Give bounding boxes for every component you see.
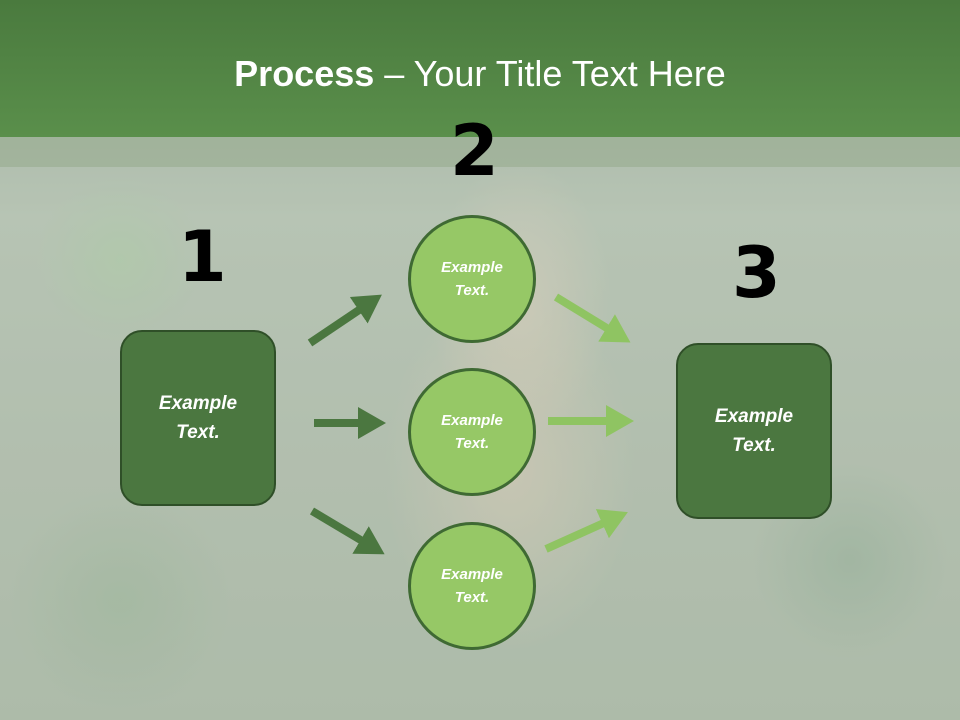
right-box: Example Text. <box>676 343 832 519</box>
circle-bottom: Example Text. <box>408 522 536 650</box>
left-box: Example Text. <box>120 330 276 506</box>
circle-top-label: Example Text. <box>441 259 503 299</box>
left-box-label: Example Text. <box>158 393 238 443</box>
step-number-3: 3 <box>732 232 781 314</box>
title-bold: Process <box>234 53 375 94</box>
slide-title: Process – Your Title Text Here <box>0 52 960 96</box>
circle-bottom-label: Example Text. <box>441 566 503 606</box>
circle-top: Example Text. <box>408 215 536 343</box>
arrow-left-to-top <box>307 294 382 347</box>
arrow-bottom-to-right <box>544 509 628 553</box>
arrow-top-to-right <box>553 293 631 343</box>
arrow-left-to-bottom <box>309 507 385 555</box>
title-band <box>0 137 960 167</box>
title-rest: – Your Title Text Here <box>374 53 726 94</box>
right-box-label: Example Text. <box>714 406 794 456</box>
circle-middle-label: Example Text. <box>441 412 503 452</box>
circle-middle: Example Text. <box>408 368 536 496</box>
step-number-2: 2 <box>450 110 499 192</box>
title-bar <box>0 0 960 137</box>
step-number-1: 1 <box>178 216 227 298</box>
